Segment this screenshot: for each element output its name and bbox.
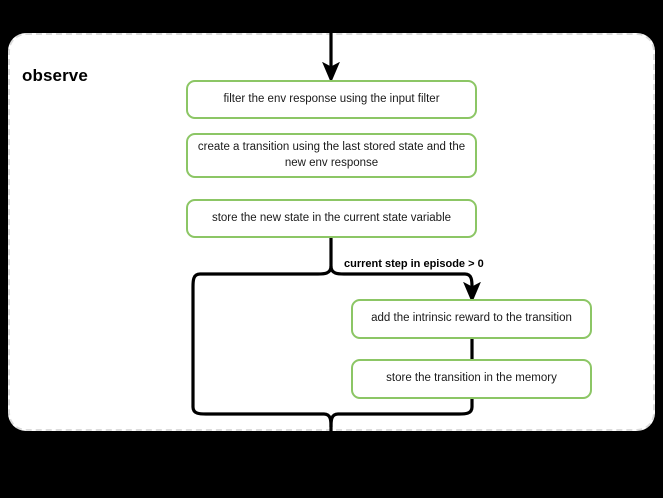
node-store-transition-memory[interactable]: store the transition in the memory <box>351 359 592 399</box>
node-store-new-state[interactable]: store the new state in the current state… <box>186 199 477 238</box>
node-filter-env-response[interactable]: filter the env response using the input … <box>186 80 477 119</box>
node-create-transition[interactable]: create a transition using the last store… <box>186 133 477 178</box>
node-add-intrinsic-reward[interactable]: add the intrinsic reward to the transiti… <box>351 299 592 339</box>
observe-scope-title: observe <box>22 66 88 85</box>
branch-condition-label: current step in episode > 0 <box>344 258 484 270</box>
